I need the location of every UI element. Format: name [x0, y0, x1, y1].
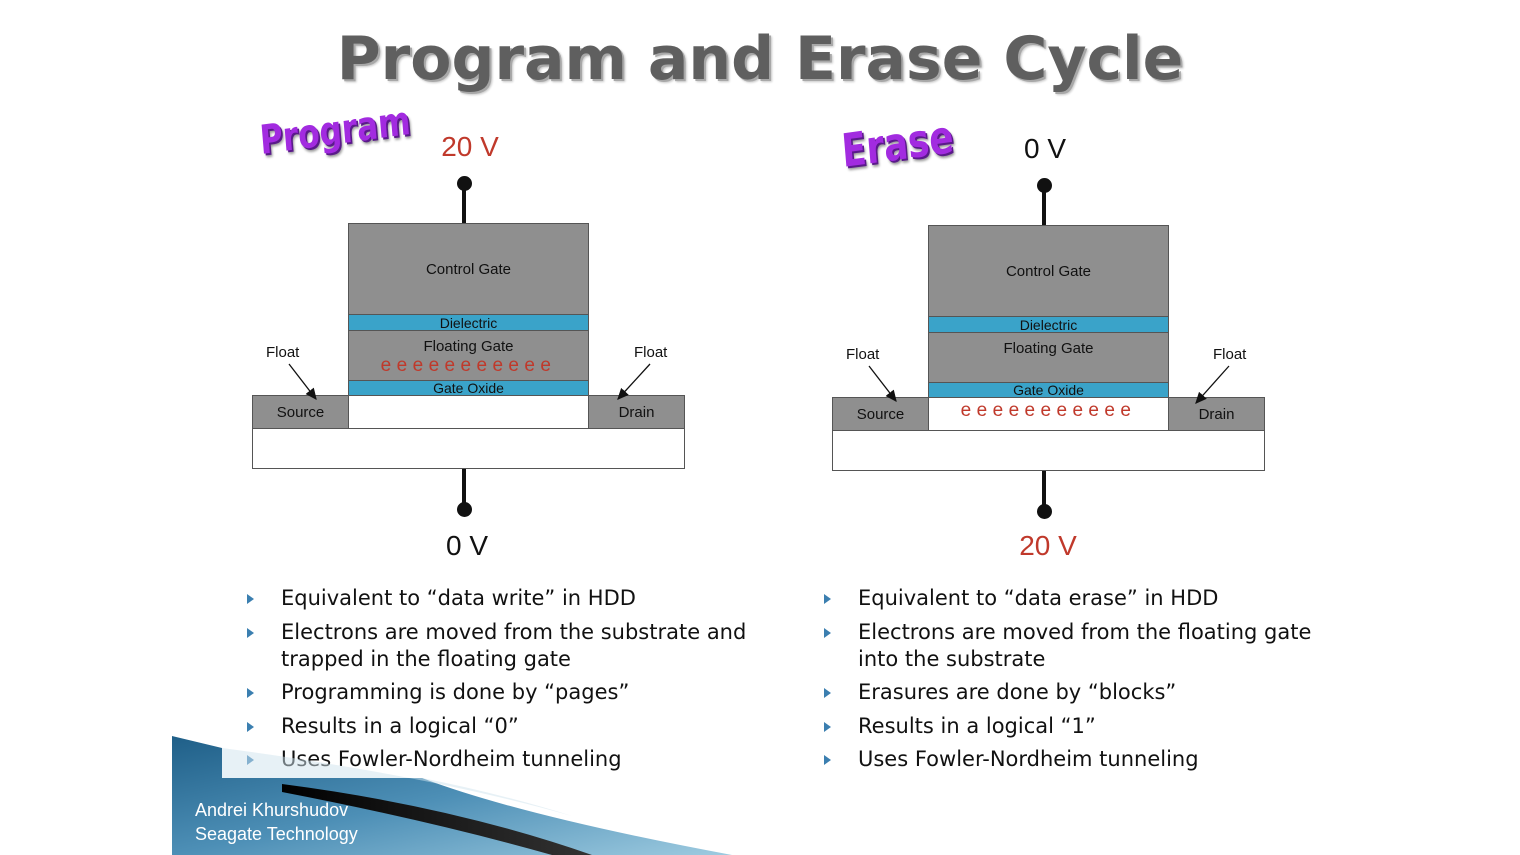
slide-title: Program and Erase Cycle	[336, 24, 1184, 94]
erase-float-left-label: Float	[846, 346, 880, 363]
bullet-arrow-icon	[247, 594, 254, 604]
program-gate-oxide: Gate Oxide	[348, 380, 589, 396]
bullet-arrow-icon	[824, 594, 831, 604]
bullet-arrow-icon	[824, 755, 831, 765]
list-item: Electrons are moved from the substrate a…	[247, 619, 767, 673]
erase-gate-oxide: Gate Oxide	[928, 382, 1169, 398]
list-item: Results in a logical “0”	[247, 713, 767, 740]
bullet-arrow-icon	[824, 721, 831, 732]
list-item: Uses Fowler-Nordheim tunneling	[824, 746, 1344, 773]
program-source: Source	[252, 395, 349, 429]
list-item: Programming is done by “pages”	[247, 679, 767, 706]
program-top-voltage: 20 V	[441, 131, 499, 162]
footer-decoration	[172, 736, 732, 855]
erase-top-voltage: 0 V	[1023, 133, 1067, 164]
erase-top-wire	[1042, 190, 1046, 226]
bullet-arrow-icon	[824, 627, 831, 638]
erase-top-terminal	[1037, 178, 1052, 193]
erase-bottom-voltage: 20 V	[1019, 530, 1077, 561]
bullet-arrow-icon	[247, 721, 254, 732]
author-company: Seagate Technology	[195, 824, 358, 844]
erase-bottom-wire	[1042, 471, 1046, 507]
list-item: Results in a logical “1”	[824, 713, 1344, 740]
bullet-arrow-icon	[247, 627, 254, 638]
program-bottom-terminal	[457, 502, 472, 517]
erase-control-gate: Control Gate	[928, 225, 1169, 317]
program-float-left-label: Float	[266, 344, 300, 361]
program-float-right-label: Float	[634, 344, 668, 361]
program-control-gate: Control Gate	[348, 223, 589, 315]
bullet-arrow-icon	[247, 688, 254, 698]
program-float-left-arrow	[288, 363, 317, 401]
program-float-right-arrow	[617, 363, 651, 400]
program-top-wire	[462, 188, 466, 224]
erase-bottom-terminal	[1037, 504, 1052, 519]
program-substrate	[252, 428, 685, 469]
program-bottom-voltage: 0 V	[445, 530, 489, 561]
erase-source: Source	[832, 397, 929, 431]
author-name: Andrei Khurshudov	[195, 800, 349, 820]
erase-electrons-in-substrate: eeeeeeeeeee	[960, 400, 1137, 421]
list-item: Equivalent to “data erase” in HDD	[824, 585, 1344, 612]
list-item: Equivalent to “data write” in HDD	[247, 585, 767, 612]
erase-floating-gate: Floating Gate	[928, 332, 1169, 383]
erase-float-right-label: Float	[1213, 346, 1247, 363]
erase-substrate	[832, 430, 1265, 471]
list-item: Erasures are done by “blocks”	[824, 679, 1344, 706]
program-electrons-in-floating-gate: eeeeeeeeeee	[380, 355, 557, 376]
bullet-arrow-icon	[824, 688, 831, 698]
erase-float-left-arrow	[868, 365, 897, 403]
program-top-terminal	[457, 176, 472, 191]
erase-bullet-list: Equivalent to “data erase” in HDD Electr…	[824, 585, 1344, 780]
program-bottom-wire	[462, 469, 466, 505]
program-bullet-list: Equivalent to “data write” in HDD Electr…	[247, 585, 767, 780]
erase-float-right-arrow	[1195, 365, 1230, 404]
program-floating-gate: Floating Gate	[348, 330, 589, 381]
list-item: Electrons are moved from the floating ga…	[824, 619, 1344, 673]
